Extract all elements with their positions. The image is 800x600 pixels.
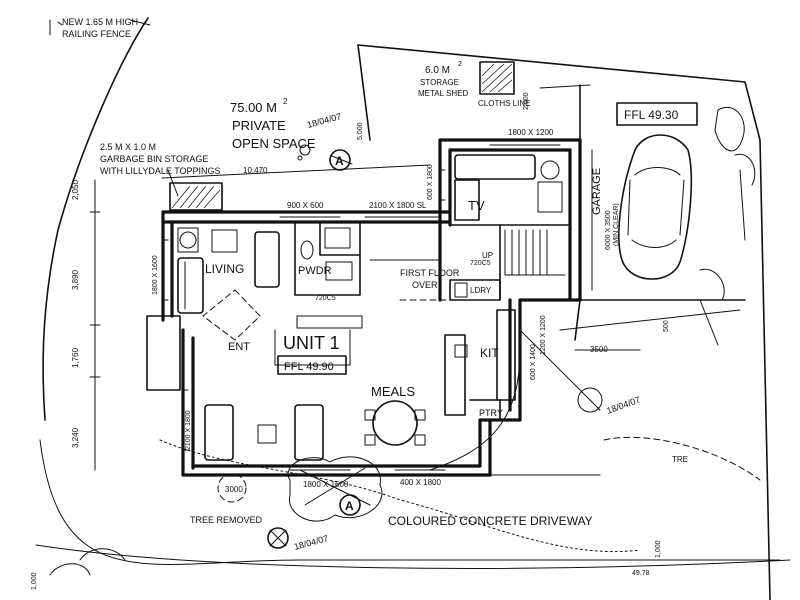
storage-shed: 6.0 M 2 STORAGE METAL SHED CLOTHS LINE 2… [418,61,591,110]
open-space-open: OPEN SPACE [232,136,316,151]
ffl-unit: FFL 49.90 [284,361,334,373]
bin-label-3: WITH LILLYDALE TOPPINGS [100,166,221,176]
storage-sup: 2 [458,61,462,68]
furniture [177,154,566,461]
win-1800x1600: 1800 X 1600 [152,255,159,295]
storage-label-2: METAL SHED [418,89,468,98]
win-2100x1800-left: 2100 X 1800 [185,410,192,450]
win-720c5: 720C5 [315,295,336,302]
open-space-sup: 2 [283,97,288,106]
date-bottom: 18/04/07 [293,533,329,552]
fence-label-2: RAILING FENCE [62,29,131,39]
open-space-private: PRIVATE [232,118,286,133]
room-up: UP [482,251,493,260]
win-400x1800-bottom: 400 X 1800 [400,478,441,487]
section-a-bottom: A [345,499,354,513]
window-labels: 900 X 600 2100 X 1800 SL 1800 X 1200 600… [152,128,554,489]
bin-label-2: GARBAGE BIN STORAGE [100,154,208,164]
win-900x600: 900 X 600 [287,201,324,210]
room-meals: MEALS [371,384,415,399]
room-ptry: PTRY [479,408,503,418]
date-right: 18/04/07 [605,394,641,415]
room-ent: ENT [228,341,250,353]
driveway-label: COLOURED CONCRETE DRIVEWAY [388,514,593,528]
dim-500: 500 [663,320,670,332]
dim-5000: 5,000 [357,122,364,140]
room-garage: GARAGE [591,168,603,215]
dim-10470: 10,470 [243,166,268,175]
room-kit: KIT [480,346,499,360]
bin-storage-box [169,182,223,211]
windows [162,139,561,476]
win-600x1800: 600 X 1800 [427,164,434,200]
fence-label: NEW 1.65 M HIGH [62,17,138,27]
right-dimensions: 500 3500 1,000 49.78 TRE [574,320,688,577]
dim-3240: 3,240 [71,427,80,448]
room-tv: TV [468,198,485,213]
left-dimensions: 2,050 3,890 1,760 3,240 [71,179,101,471]
clothes-line-label: CLOTHS LINE [478,99,530,108]
ffl-unit-box: FFL 49.90 [277,355,347,375]
dim-2000: 2,000 [523,92,530,110]
bin-storage-note: 2.5 M X 1.0 M GARBAGE BIN STORAGE WITH L… [100,142,221,197]
dim-3000: 3000 [225,485,243,494]
dim-top: 10,470 [161,164,431,179]
dim-3890: 3,890 [71,269,80,290]
room-ldry: LDRY [470,286,492,295]
win-1800x1600-bottom: 1800 X 1600 [303,480,349,489]
fence-note: NEW 1.65 M HIGH RAILING FENCE [57,17,138,39]
dim-2050: 2,050 [71,179,80,200]
garage-dim: 6000 X 3500 [605,210,612,250]
tree-front: A [287,456,383,522]
section-a-top: A [335,154,344,168]
dim-4978: 49.78 [632,570,650,577]
storage-label: STORAGE [420,78,459,87]
shrubs-bottom-left: 1,000 [31,548,126,590]
room-unit: UNIT 1 [283,333,340,353]
room-labels: LIVING PWDR TV UP FIRST FLOOR OVER LDRY … [205,198,503,418]
garage-dim-2: (MIN CLEAR) [613,203,620,246]
section-marker-top: A [297,144,353,171]
date-top: 18/04/07 [306,111,342,130]
dim-1000: 1,000 [655,540,662,558]
driveway: COLOURED CONCRETE DRIVEWAY [388,349,601,528]
room-pwdr: PWDR [298,265,332,277]
tre-label: TRE [672,455,688,464]
win-720c5-b: 720C5 [470,260,491,267]
win-1800x1200: 1800 X 1200 [508,128,554,137]
trees-right [699,106,756,301]
garage: GARAGE 6000 X 3500 (MIN CLEAR) [591,149,620,291]
storage-area: 6.0 M [425,65,450,76]
win-1200x1200: 1200 X 1200 [540,315,547,355]
open-space-area: 75.00 M [230,100,277,115]
bin-label-1: 2.5 M X 1.0 M [100,142,156,152]
ffl-garage-box: FFL 49.30 [616,102,698,126]
room-living: LIVING [205,262,244,276]
tree-removed-label: TREE REMOVED [190,515,263,525]
tree-kitchen-side: 18/04/07 [519,329,642,416]
win-600x1400: 600 X 1400 [530,344,537,380]
room-first: FIRST FLOOR [400,268,460,278]
internal-partitions [202,259,501,366]
dim-1000-bottom: 1,000 [31,572,38,590]
dim-1760: 1,760 [71,347,80,368]
win-2100x1800: 2100 X 1800 SL [369,201,427,210]
car [618,134,693,280]
site-boundary [35,17,791,600]
open-space-note: 75.00 M 2 PRIVATE OPEN SPACE 18/04/07 [230,97,342,151]
room-first-over: OVER [412,280,438,290]
ffl-garage: FFL 49.30 [624,108,679,122]
